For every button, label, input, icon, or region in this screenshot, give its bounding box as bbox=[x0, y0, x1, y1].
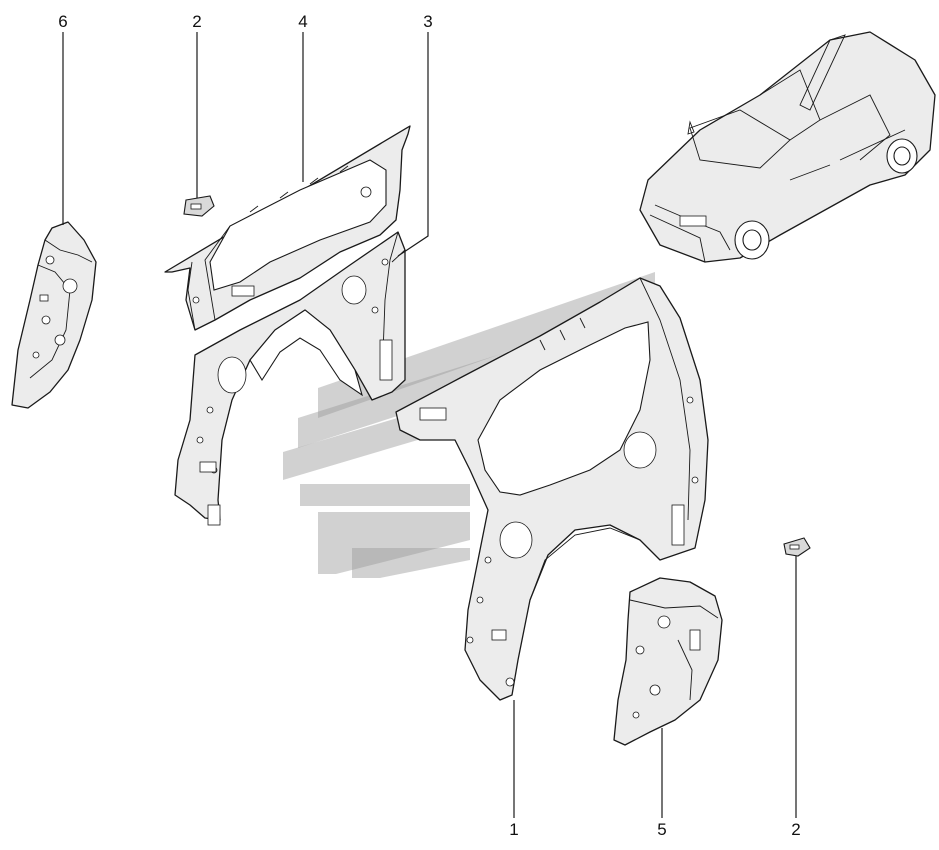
part-5-inner-panel bbox=[613, 577, 723, 746]
callout-2-right: 2 bbox=[791, 820, 800, 839]
callout-5: 5 bbox=[657, 820, 666, 839]
callout-labels: 6 2 4 3 1 5 2 bbox=[58, 12, 800, 839]
leader-lines bbox=[62, 32, 797, 818]
car-thumbnail bbox=[639, 31, 936, 263]
part-6-inner-panel bbox=[11, 221, 97, 409]
part-1-quarter-panel bbox=[395, 277, 709, 701]
callout-6: 6 bbox=[58, 12, 67, 31]
callout-3: 3 bbox=[423, 12, 432, 31]
leader-3 bbox=[397, 32, 429, 257]
callout-1: 1 bbox=[509, 820, 518, 839]
part-4-window-frame bbox=[164, 125, 411, 331]
callout-2-top: 2 bbox=[192, 12, 201, 31]
part-2-clip-top bbox=[183, 195, 215, 217]
callout-4: 4 bbox=[298, 12, 307, 31]
part-2-clip-right bbox=[783, 537, 811, 557]
part-3-inner-side-panel bbox=[174, 231, 406, 526]
